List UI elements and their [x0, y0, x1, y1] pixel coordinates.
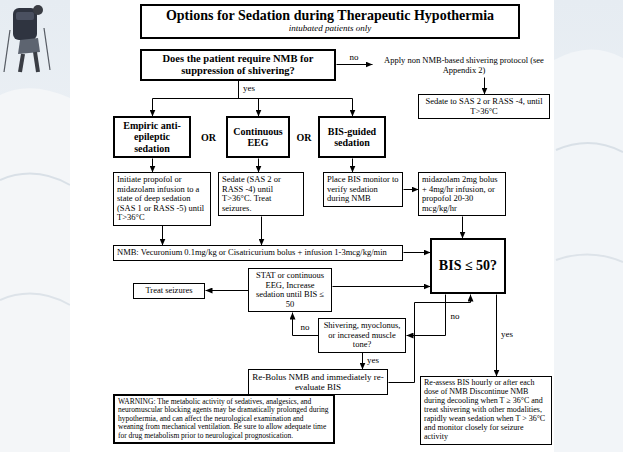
node-text: BIS ≤ 50?: [435, 258, 501, 274]
flow-connector: [206, 290, 249, 291]
flow-connector: [462, 217, 463, 239]
decision-box: Does the patient require NMB for suppres…: [140, 49, 336, 81]
node-text: NMB: Vecuronium 0.1mg/kg or Cisatricuriu…: [117, 248, 399, 258]
flow-connector: [258, 159, 259, 173]
process-box: STAT or continuous EEG, Increase sedatio…: [248, 268, 332, 312]
flow-connector: [239, 81, 353, 117]
flow-connector: [337, 64, 373, 65]
flow-connector: [333, 286, 431, 287]
node-text: Shivering, myoclonus, or increased muscl…: [322, 321, 402, 350]
title-text: Options for Sedation during Therapeutic …: [146, 8, 514, 24]
flow-connector: [362, 353, 363, 370]
option-box: Empiric anti-epileptic sedation: [113, 116, 191, 158]
warning-box: WARNING: The metabolic activity of sedat…: [113, 394, 335, 444]
flow-connector: [152, 159, 153, 173]
option-box: Continuous EEG: [226, 116, 290, 158]
node-text: Place BIS monitor to verify sedation dur…: [327, 175, 399, 204]
edge-label: no: [349, 53, 360, 63]
node-text: Empiric anti-epileptic sedation: [118, 120, 186, 154]
flow-connector: [352, 159, 353, 173]
flow-connector: [293, 313, 319, 336]
node-text: Initiate propofol or midazolam infusion …: [117, 175, 207, 223]
flow-connector: [404, 252, 431, 253]
node-text: Treat seizures: [137, 286, 201, 296]
node-text: Re-assess BIS hourly or after each dose …: [424, 379, 548, 442]
or-label: OR: [201, 132, 216, 143]
edge-label: no: [300, 323, 311, 333]
flow-connector: [162, 226, 163, 246]
process-box: midazolam 2mg bolus + 4mg/hr infusion, o…: [418, 172, 506, 216]
process-box: Initiate propofol or midazolam infusion …: [113, 172, 211, 226]
process-box: NMB: Vecuronium 0.1mg/kg or Cisatricuriu…: [113, 245, 403, 261]
flow-connector: [484, 78, 485, 95]
edge-label: yes: [500, 330, 514, 340]
subtitle-text: intubated patients only: [146, 24, 514, 34]
process-box: Re-Bolus NMB and immediately re-evaluate…: [248, 369, 388, 395]
node-text: midazolam 2mg bolus + 4mg/hr infusion, o…: [422, 175, 502, 213]
flow-connector: [153, 81, 239, 117]
flow-connector: [496, 295, 497, 377]
node-text: Continuous EEG: [231, 126, 285, 148]
node-text: WARNING: The metabolic activity of sedat…: [118, 398, 330, 440]
flow-connector: [407, 295, 446, 336]
title-box: Options for Sedation during Therapeutic …: [140, 4, 520, 39]
edge-label: yes: [366, 356, 380, 366]
option-box: BIS-guided sedation: [318, 116, 386, 158]
process-box: Place BIS monitor to verify sedation dur…: [323, 172, 403, 207]
or-label: OR: [297, 132, 312, 143]
node-text: Re-Bolus NMB and immediately re-evaluate…: [252, 372, 384, 392]
node-text: Does the patient require NMB for suppres…: [145, 53, 331, 77]
flow-connector: [404, 189, 419, 190]
process-box: Treat seizures: [133, 283, 205, 299]
process-box: Sedate to SAS 2 or RASS -4, until T>36°C: [418, 94, 550, 119]
node-text: BIS-guided sedation: [323, 126, 381, 148]
edge-label: yes: [242, 84, 256, 94]
decision-box: BIS ≤ 50?: [430, 238, 506, 294]
flow-connector: [261, 217, 262, 246]
decision-box: Shivering, myoclonus, or increased muscl…: [318, 318, 406, 353]
node-text: Apply non NMB-based shivering protocol (…: [375, 56, 553, 75]
edge-label: no: [450, 312, 461, 322]
hiker-figure: [4, 5, 50, 72]
node-text: Sedate (SAS 2 or RASS -4) until T>36°C. …: [222, 175, 300, 213]
node-text: Sedate to SAS 2 or RASS -4, until T>36°C: [422, 97, 546, 116]
note-box: Re-assess BIS hourly or after each dose …: [420, 376, 552, 445]
node-text: STAT or continuous EEG, Increase sedatio…: [252, 271, 328, 309]
action-text: Apply non NMB-based shivering protocol (…: [372, 54, 556, 77]
process-box: Sedate (SAS 2 or RASS -4) until T>36°C. …: [218, 172, 304, 216]
